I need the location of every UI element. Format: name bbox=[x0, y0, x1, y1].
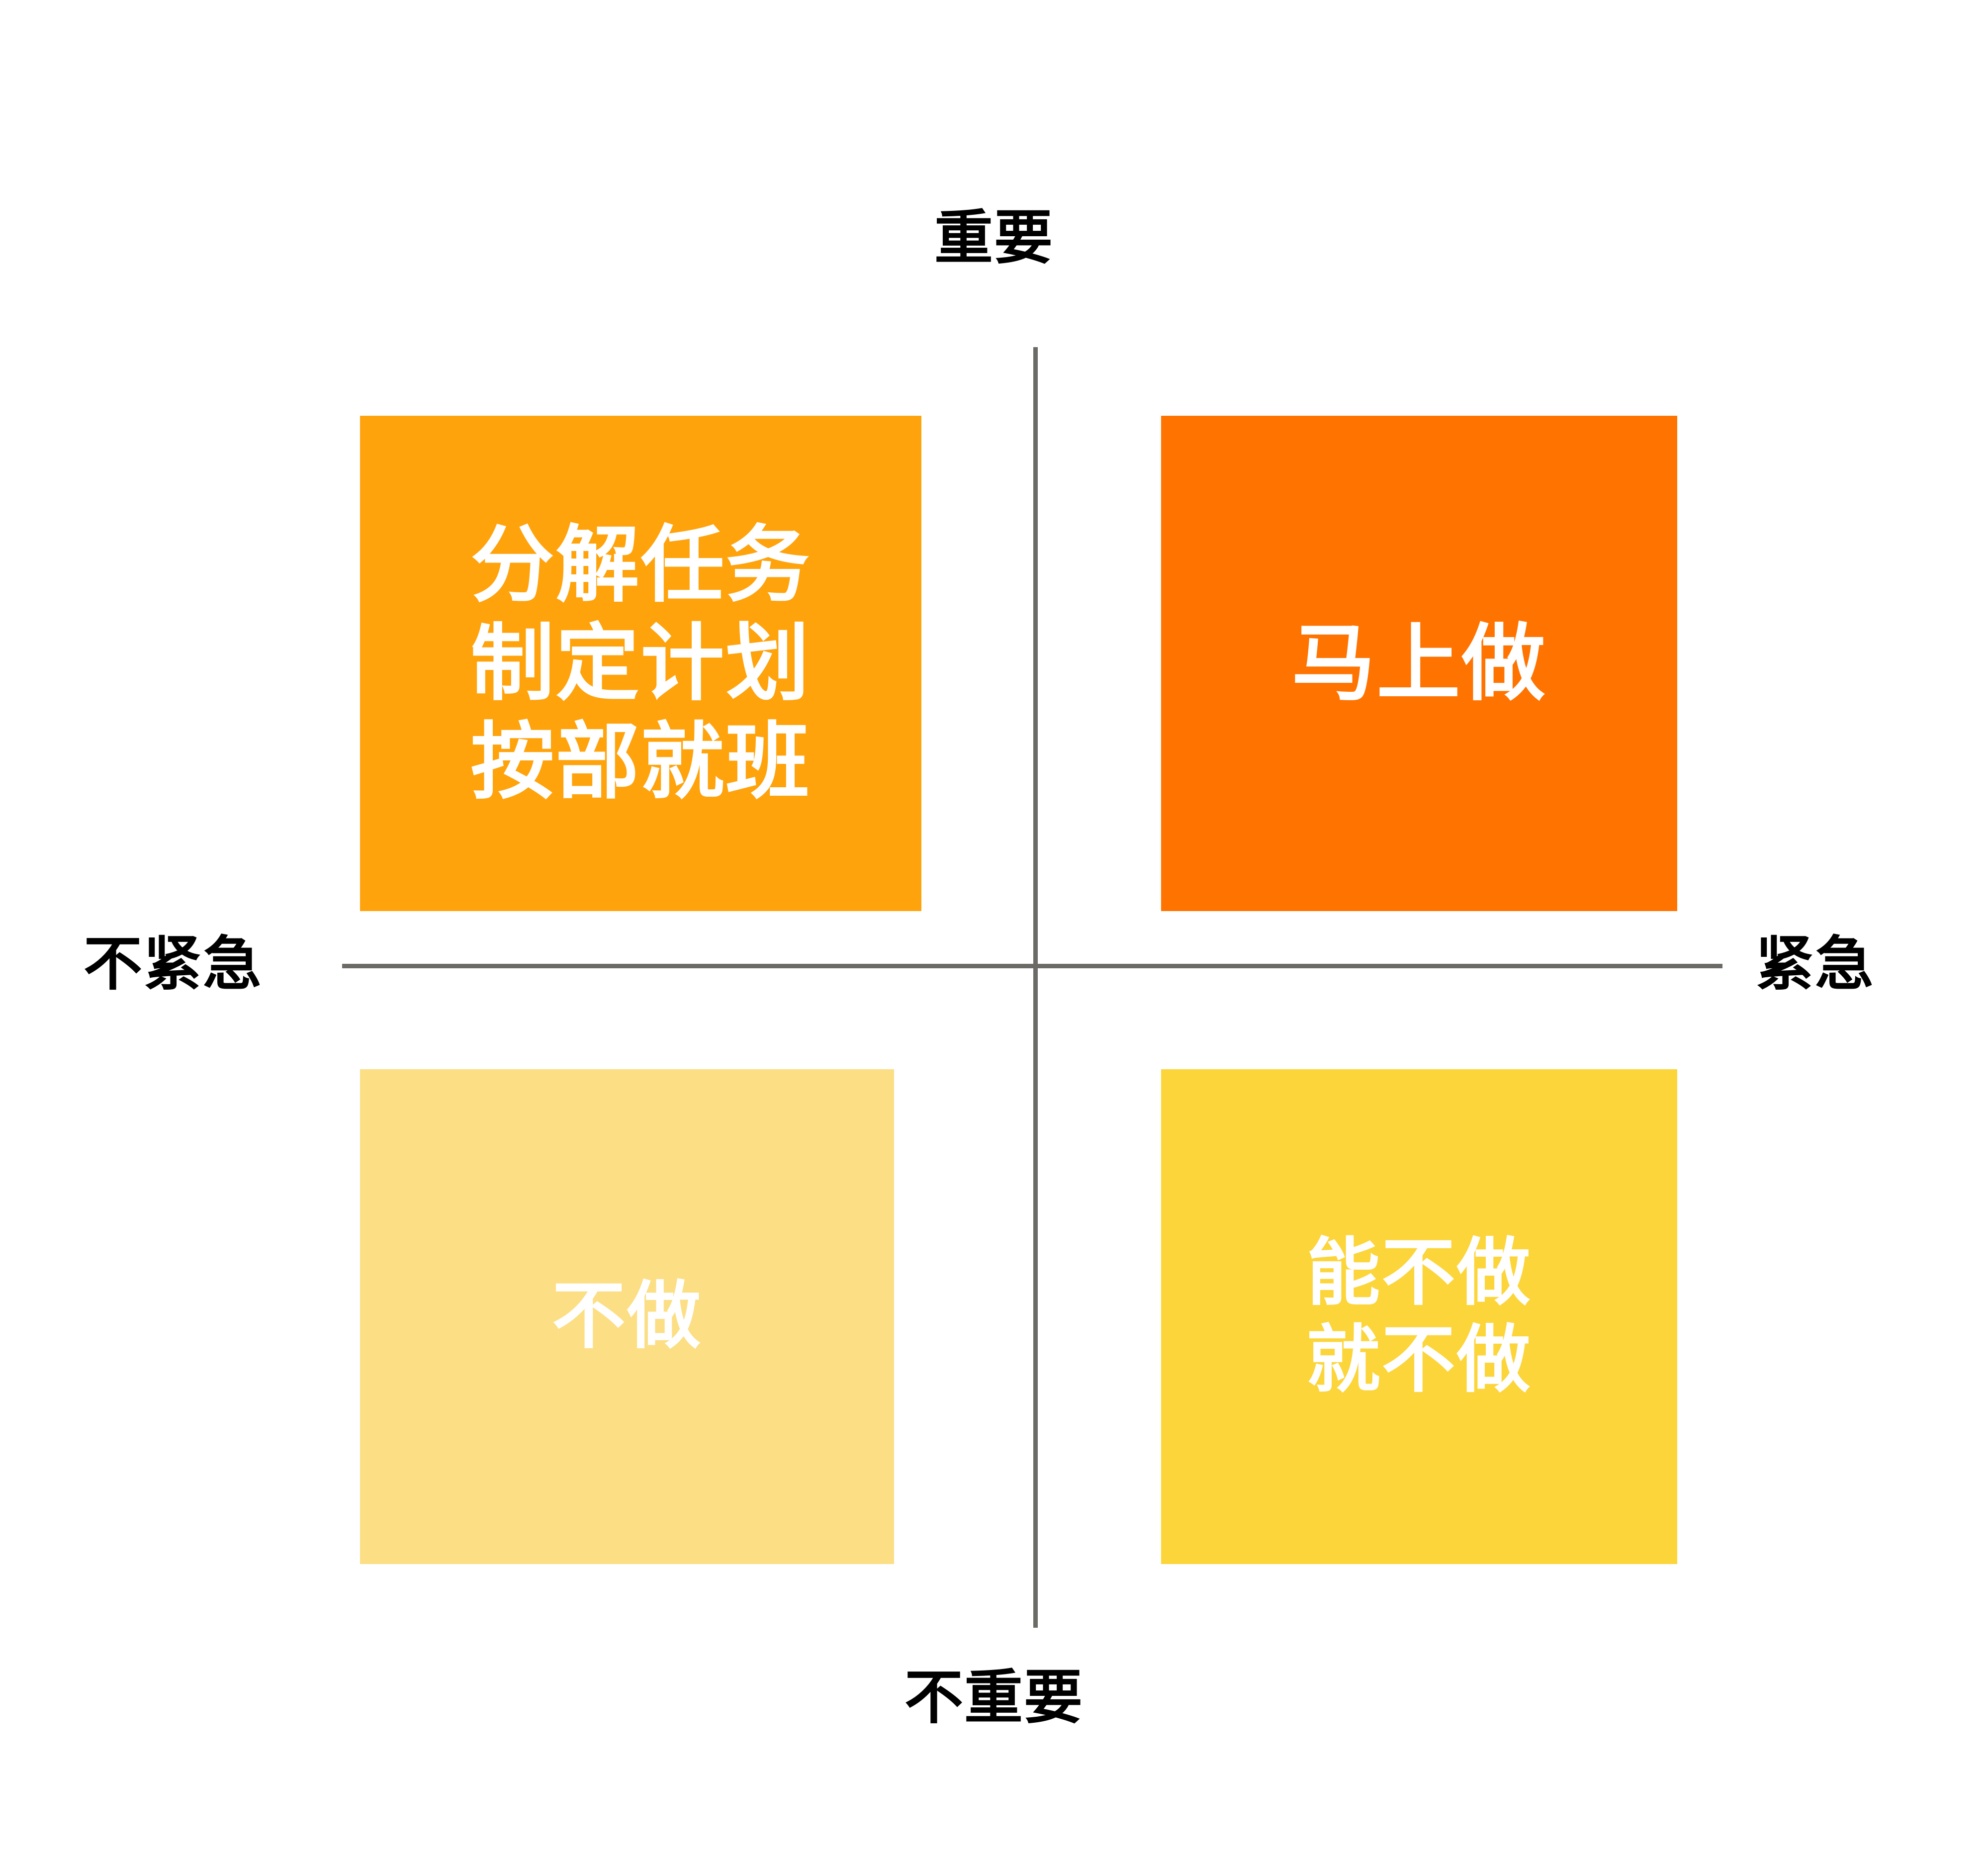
vertical-axis-line bbox=[1033, 347, 1038, 1628]
quadrant-important-urgent-text: 马上做 bbox=[1291, 616, 1547, 710]
quadrant-not-important-not-urgent-text: 不做 bbox=[552, 1275, 702, 1358]
quadrant-not-important-urgent[interactable]: 能不做 就不做 bbox=[1161, 1069, 1677, 1564]
quadrant-important-not-urgent-text: 分解任务 制定计划 按部就班 bbox=[470, 518, 811, 809]
quadrant-important-not-urgent[interactable]: 分解任务 制定计划 按部就班 bbox=[360, 416, 921, 911]
axis-label-not-urgent: 不紧急 bbox=[84, 931, 263, 997]
quadrant-important-urgent[interactable]: 马上做 bbox=[1161, 416, 1677, 911]
axis-label-urgent: 紧急 bbox=[1755, 931, 1875, 997]
axis-label-important: 重要 bbox=[934, 205, 1054, 271]
quadrant-not-important-not-urgent[interactable]: 不做 bbox=[360, 1069, 894, 1564]
axis-label-not-important: 不重要 bbox=[904, 1665, 1084, 1731]
quadrant-not-important-urgent-text: 能不做 就不做 bbox=[1306, 1231, 1532, 1401]
horizontal-axis-line bbox=[342, 964, 1722, 968]
